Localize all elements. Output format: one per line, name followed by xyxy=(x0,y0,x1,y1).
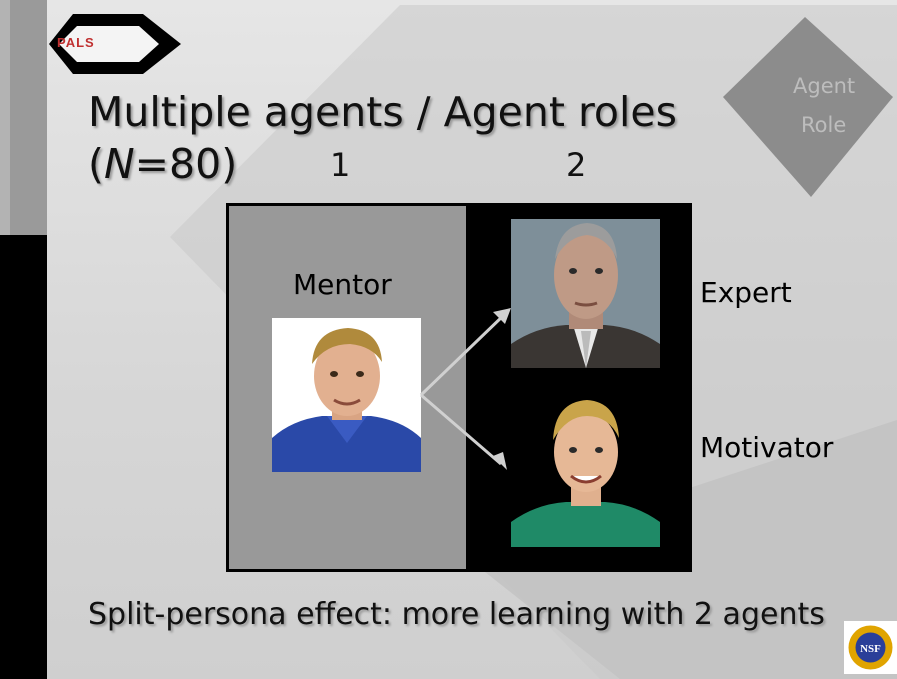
left-bar-black xyxy=(0,235,47,679)
svg-text:NSF: NSF xyxy=(860,643,881,655)
left-bar-stripe xyxy=(10,0,47,235)
slide-title: Multiple agents / Agent roles xyxy=(88,88,677,136)
column-label-2: 2 xyxy=(566,146,587,184)
mentor-agent-image xyxy=(272,318,421,472)
slide-subtitle: (N=80) xyxy=(88,140,238,188)
n-symbol: N xyxy=(104,140,135,188)
badge-label-agent: Agent xyxy=(793,74,856,98)
motivator-agent-image xyxy=(511,396,660,547)
footer-caption: Split-persona effect: more learning with… xyxy=(88,597,825,632)
badge-label-role: Role xyxy=(801,113,847,137)
agent-role-badge xyxy=(723,17,893,197)
mentor-label: Mentor xyxy=(293,268,392,301)
column-label-1: 1 xyxy=(330,146,351,184)
nsf-logo: NSF xyxy=(844,621,897,674)
pals-logo xyxy=(49,14,181,74)
role-split-arrows xyxy=(419,308,511,470)
expert-label: Expert xyxy=(700,276,792,309)
pals-logo-text: PALS xyxy=(57,35,95,50)
motivator-label: Motivator xyxy=(700,431,834,464)
expert-agent-image xyxy=(511,219,660,368)
